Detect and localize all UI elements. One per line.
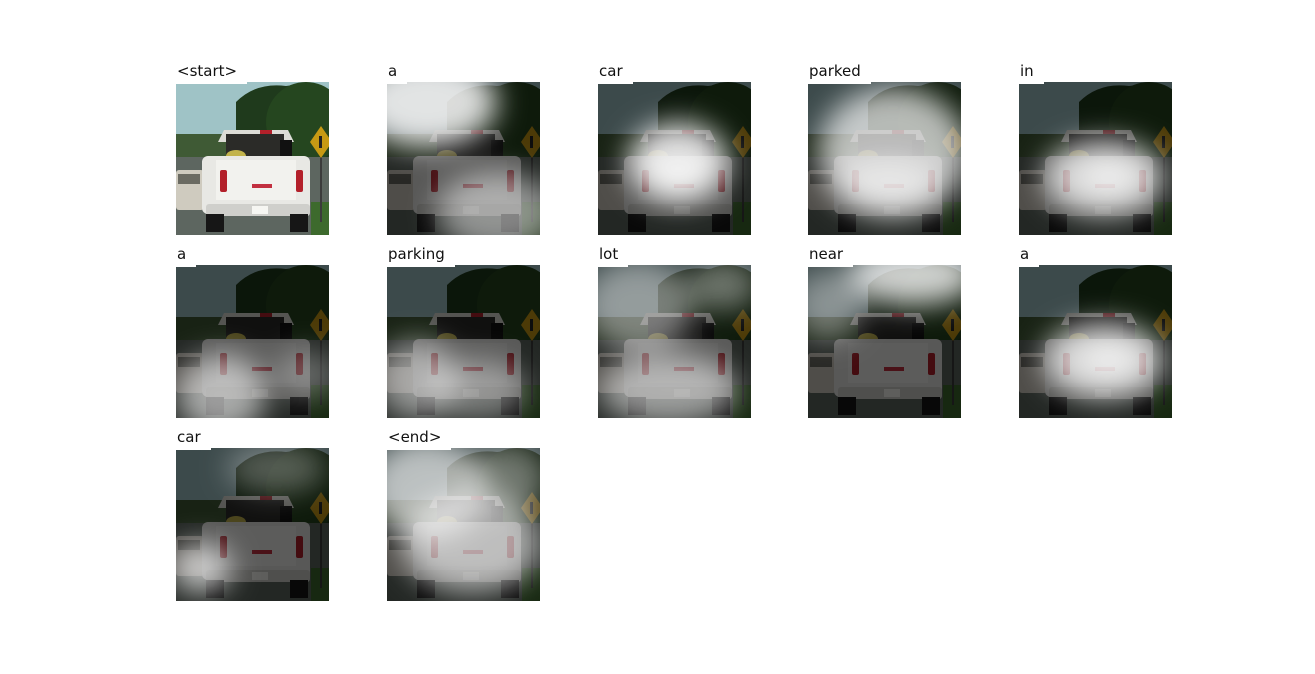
attention-map <box>387 82 540 235</box>
frame-image <box>176 448 329 601</box>
caption-word: parking <box>387 243 455 267</box>
frame-image <box>598 82 751 235</box>
attention-blob <box>276 350 329 400</box>
attention-map <box>387 340 527 418</box>
attention-map <box>176 350 329 418</box>
frame-image <box>387 265 540 418</box>
caption-word: car <box>176 426 211 450</box>
caption-word: near <box>808 243 854 267</box>
frame-image <box>808 82 961 235</box>
caption-word: in <box>1019 60 1044 84</box>
attention-map <box>176 448 326 593</box>
attention-blob <box>1081 159 1137 195</box>
caption-word: lot <box>598 243 629 267</box>
attention-frame: <start> <box>176 60 329 235</box>
attention-frame: in <box>1019 60 1172 235</box>
attention-blob <box>402 493 540 593</box>
attention-frame: parked <box>808 60 961 235</box>
attention-blob <box>387 82 497 147</box>
attention-blob <box>176 355 266 418</box>
attention-frame: a <box>176 243 329 418</box>
attention-frame: <end> <box>387 426 540 601</box>
attention-blob <box>848 265 961 305</box>
attention-frame: near <box>808 243 961 418</box>
attention-blob <box>437 172 540 235</box>
attention-blob <box>1081 342 1137 378</box>
frame-image <box>598 265 751 418</box>
frame-image <box>808 265 961 418</box>
attention-frame: car <box>598 60 751 235</box>
caption-word: parked <box>808 60 871 84</box>
attention-blob <box>688 265 751 310</box>
frame-image <box>176 82 329 235</box>
caption-word: a <box>176 243 197 267</box>
attention-blob <box>427 360 527 418</box>
attention-frame: lot <box>598 243 751 418</box>
attention-frame: car <box>176 426 329 601</box>
caption-word: <end> <box>387 426 452 450</box>
attention-blob <box>650 159 706 195</box>
frame-image <box>1019 82 1172 235</box>
attention-map <box>1044 322 1164 398</box>
attention-frame: parking <box>387 243 540 418</box>
frame-image <box>387 82 540 235</box>
caption-word: a <box>1019 243 1040 267</box>
attention-blob <box>226 448 326 493</box>
caption-word: <start> <box>176 60 248 84</box>
attention-blob <box>467 448 540 513</box>
caption-word: car <box>598 60 633 84</box>
attention-map <box>598 265 751 418</box>
caption-word: a <box>387 60 408 84</box>
truck-photo <box>176 82 329 235</box>
frame-image <box>387 448 540 601</box>
frame-image <box>176 265 329 418</box>
attention-map <box>1044 139 1164 215</box>
attention-blob <box>176 543 231 593</box>
attention-map <box>628 122 728 202</box>
attention-blob <box>838 157 938 207</box>
attention-map <box>808 265 961 340</box>
attention-frame: a <box>387 60 540 235</box>
attention-map <box>387 448 540 593</box>
attention-frame: a <box>1019 243 1172 418</box>
frame-image <box>1019 265 1172 418</box>
attention-blob <box>808 270 863 340</box>
attention-blob <box>598 265 693 350</box>
attention-blob <box>598 355 738 418</box>
attention-map <box>818 87 961 217</box>
